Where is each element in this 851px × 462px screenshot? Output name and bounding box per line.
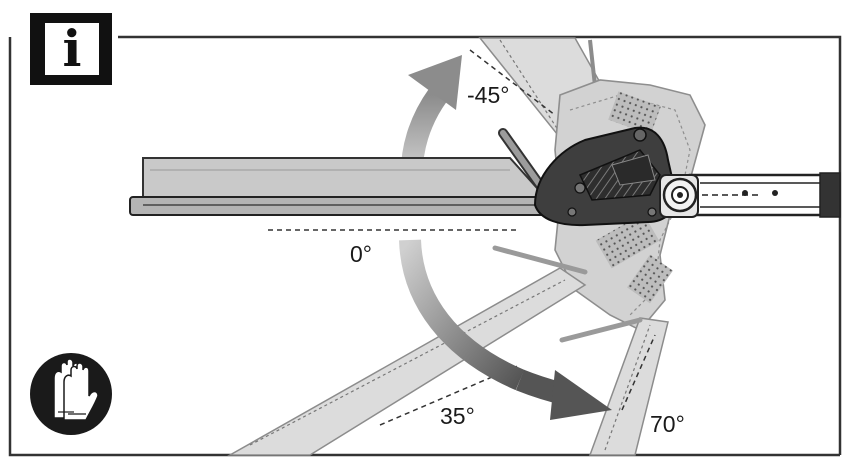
hedge-trimmer-blade: [129, 157, 556, 216]
angle-label-plus70: 70°: [650, 411, 685, 437]
info-letter: i: [63, 19, 82, 78]
gloves-badge: [30, 353, 112, 435]
info-icon: i: [63, 19, 82, 78]
info-badge: i: [30, 13, 112, 85]
motor-housing: [533, 126, 678, 227]
pivot-joint: [659, 174, 699, 218]
angle-label-zero: 0°: [350, 241, 372, 267]
gloves-icon: [53, 358, 99, 421]
ghost-blade-plus70: [559, 317, 669, 456]
angle-label-minus45: -45°: [467, 82, 509, 108]
angle-label-plus35: 35°: [440, 403, 475, 429]
frame: [8, 35, 842, 457]
rotation-arrow-down: [399, 239, 612, 420]
telescopic-shaft: [688, 172, 841, 218]
